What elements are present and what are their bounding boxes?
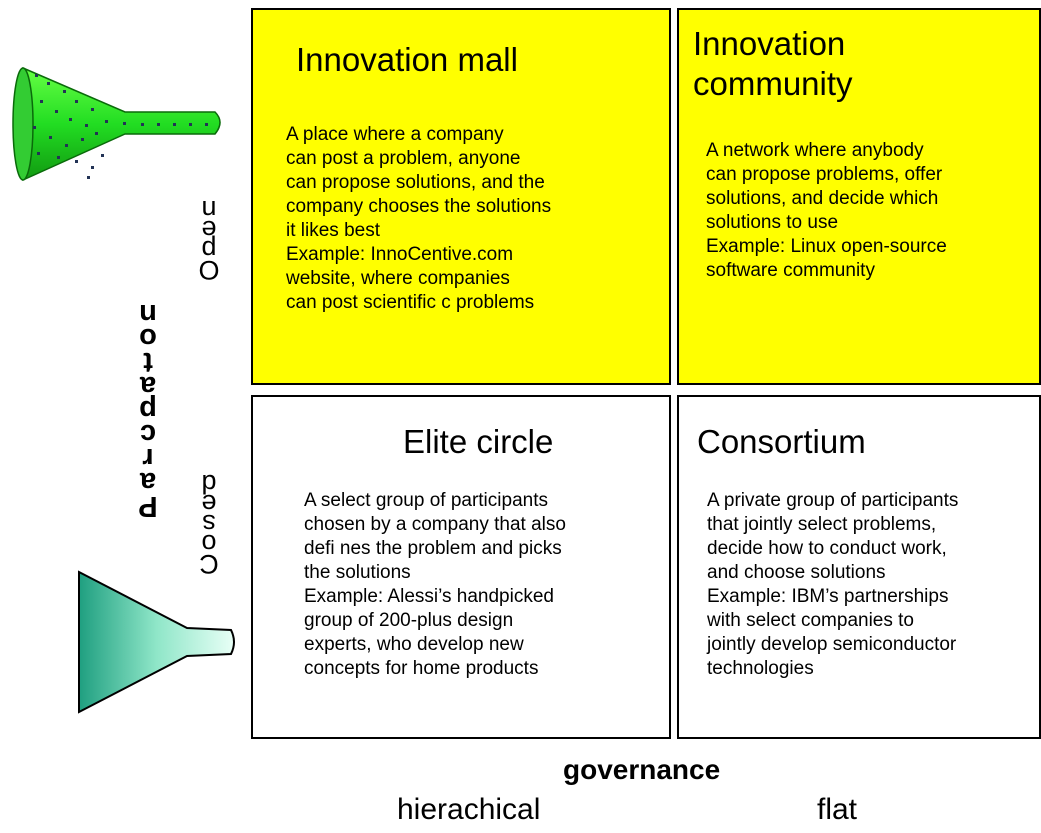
quadrant-description: A place where a company can post a probl… <box>286 124 552 313</box>
closed-funnel-icon <box>78 570 235 714</box>
y-axis-open-label: n e p O <box>198 195 220 285</box>
x-axis-left-label: hierachical <box>397 793 541 826</box>
x-axis-title: governance <box>563 754 721 785</box>
y-axis-closed-label: d e s o C <box>199 469 219 579</box>
quadrant-innovation-community: Innovation community A network where any… <box>677 8 1041 385</box>
quadrant-title: Innovation community <box>693 25 853 102</box>
y-axis-title: n o t a p c r a P <box>138 298 158 522</box>
x-axis-right-label: flat <box>817 793 858 826</box>
quadrant-description: A select group of participants chosen by… <box>304 490 566 679</box>
quadrant-description: A network where anybody can propose prob… <box>706 140 947 281</box>
quadrant-title: Innovation mall <box>296 41 518 78</box>
quadrant-description: A private group of participants that joi… <box>707 490 959 679</box>
quadrant-consortium: Consortium A private group of participan… <box>677 395 1041 739</box>
open-funnel-icon <box>12 66 221 182</box>
quadrant-elite-circle: Elite circle A select group of participa… <box>251 395 671 739</box>
quadrant-title: Elite circle <box>403 423 554 460</box>
quadrant-title: Consortium <box>697 423 866 460</box>
quadrant-innovation-mall: Innovation mall A place where a company … <box>251 8 671 385</box>
